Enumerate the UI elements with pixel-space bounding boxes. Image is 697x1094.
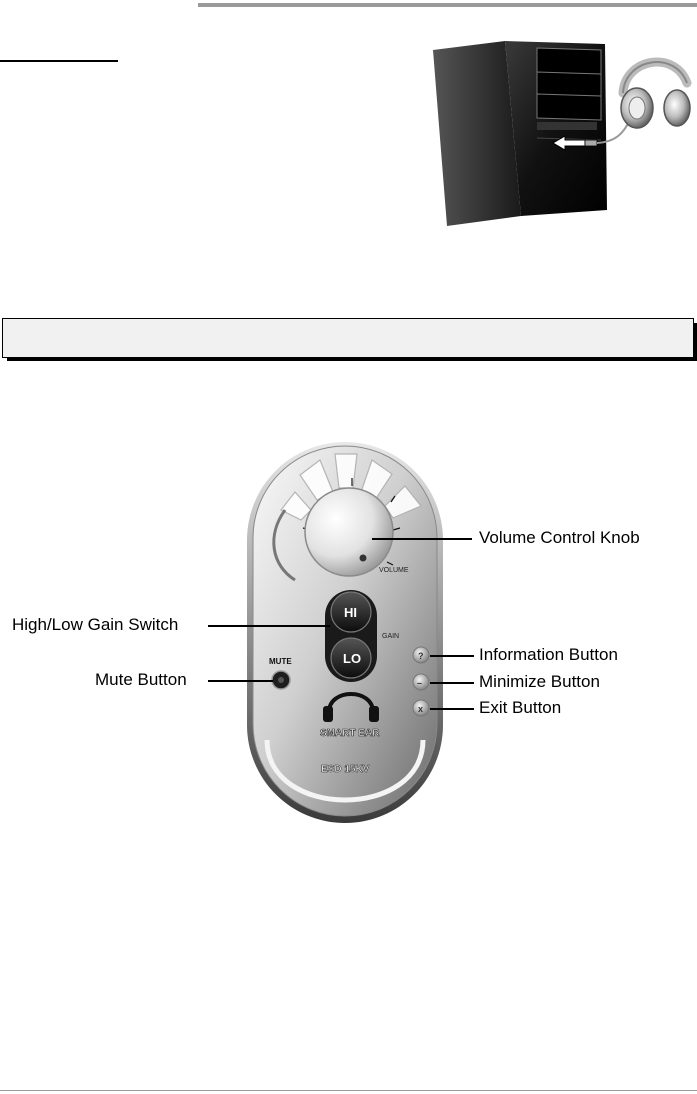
info-button-callout-line [430,655,474,657]
esd-text: ESD 15KV [321,764,370,775]
minimize-button[interactable]: – [412,673,430,691]
pc-tower-icon [433,41,607,226]
headphones-icon [323,692,379,722]
caption-box [2,318,697,361]
mute-label: MUTE [269,657,292,666]
gain-switch-callout-line [208,625,330,627]
exit-button-callout-line [430,708,474,710]
top-rule [198,3,697,7]
gain-label: GAIN [382,633,399,640]
volume-label: VOLUME [379,567,409,574]
info-button[interactable]: ? [412,646,430,664]
exit-button-callout: Exit Button [479,698,562,717]
smart-ear-panel: VOLUME HI LO GAIN MUTE ? – x SMART EAR E… [247,442,443,823]
volume-knob[interactable] [304,487,394,577]
info-button-callout: Information Button [479,645,618,664]
volume-knob-indicator [359,554,367,562]
heading-underline [0,60,118,62]
exit-button[interactable]: x [412,699,430,717]
bottom-rule [0,1090,697,1091]
svg-text:x: x [418,704,423,714]
volume-knob-callout-line [372,538,472,540]
mute-button-callout: Mute Button [95,670,187,689]
svg-text:?: ? [418,651,424,661]
gain-switch-callout: High/Low Gain Switch [12,615,179,634]
brand-text: SMART EAR [320,728,380,739]
volume-knob-callout: Volume Control Knob [479,528,640,547]
hi-gain-button[interactable] [330,591,372,633]
minimize-button-callout-line [430,682,474,684]
lo-gain-button[interactable] [330,637,372,679]
minimize-button-callout: Minimize Button [479,672,600,691]
pc-headphones-illustration [433,41,692,226]
mute-button-callout-line [208,680,273,682]
svg-text:–: – [417,678,422,688]
headphones-icon [618,57,692,129]
lo-label: LO [343,651,361,666]
hi-label: HI [344,605,357,620]
